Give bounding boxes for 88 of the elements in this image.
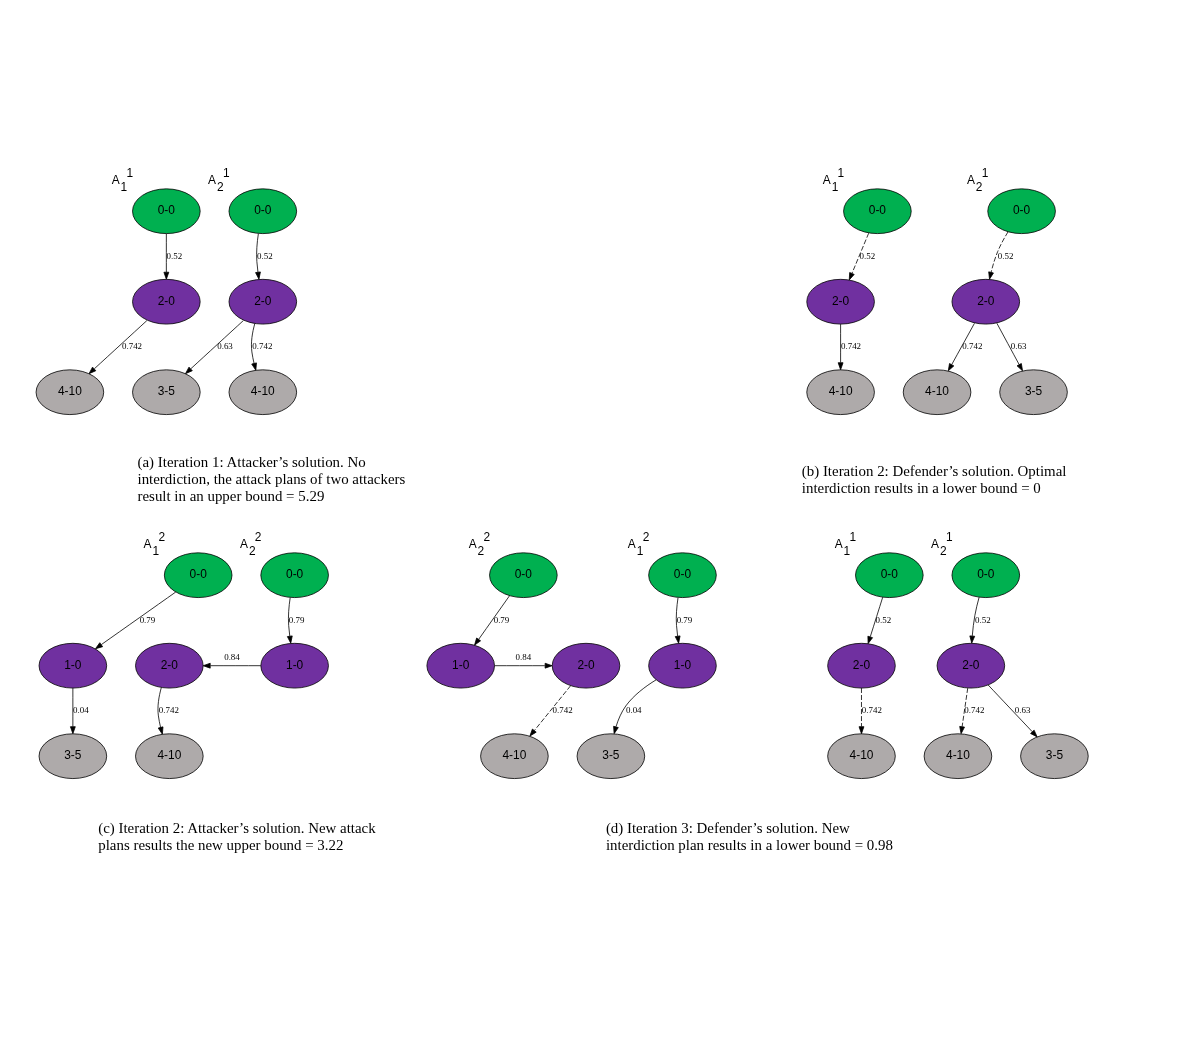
edge-label: 0.52	[166, 250, 183, 261]
arrow	[867, 596, 884, 644]
node-ellipse: 0-0	[132, 188, 201, 234]
arrow	[202, 662, 262, 669]
node-ellipse: 4-10	[135, 733, 204, 779]
arrow	[987, 684, 1038, 738]
arrow	[255, 233, 261, 280]
edge-label: 0.63	[1014, 705, 1031, 716]
edge-label: 0.52	[974, 614, 991, 625]
arrow	[88, 320, 148, 375]
label: (b) Iteration 2: Defender’s solution. Optimal interdiction results in a lower bound = 0	[801, 462, 1067, 496]
node-ellipse: 0-0	[987, 188, 1056, 234]
edge-label: 0.84	[224, 651, 240, 662]
node-ellipse: 0-0	[843, 188, 912, 234]
node-ellipse: 3-5	[1020, 733, 1089, 779]
arrow	[287, 597, 293, 644]
edge-label: 0.79	[139, 614, 156, 625]
node-ellipse: 2-0	[936, 642, 1006, 689]
arrow	[70, 687, 76, 735]
edge-label: 0.742	[964, 705, 985, 716]
node-ellipse: 4-10	[35, 369, 105, 415]
node-ellipse: 1-0	[260, 642, 329, 689]
node-ellipse: 4-10	[923, 733, 993, 779]
edge-label: 0.742	[252, 341, 273, 352]
label: (a) Iteration 1: Attacker’s solution. No interdiction, the attack plans of two attackers result in an upper bound = 5.29	[137, 454, 406, 505]
arrow	[947, 322, 975, 372]
node-ellipse: 3-5	[38, 733, 108, 779]
arrow	[474, 595, 510, 646]
label: (d) Iteration 3: Defender’s solution. New interdiction plan results in a lower bound = 0.98	[605, 819, 893, 853]
node-ellipse: 0-0	[648, 552, 717, 598]
node-ellipse: 0-0	[855, 552, 924, 598]
node-ellipse: 3-5	[576, 733, 646, 779]
edge-label: 0.04	[73, 705, 89, 716]
node-ellipse: 2-0	[951, 278, 1020, 325]
node-ellipse: 2-0	[551, 642, 621, 689]
edge-label: 0.63	[1010, 341, 1027, 352]
node-ellipse: 4-10	[228, 369, 298, 415]
node-ellipse: 3-5	[132, 369, 201, 415]
edge-label: 0.742	[861, 705, 882, 716]
edge-label: 0.79	[288, 614, 305, 625]
node-ellipse: 4-10	[902, 369, 972, 415]
arrow	[959, 687, 969, 735]
arrow	[494, 662, 553, 669]
node-ellipse: 4-10	[827, 733, 896, 779]
arrow	[185, 320, 244, 375]
node-ellipse: 4-10	[806, 369, 875, 415]
arrow	[674, 597, 681, 644]
edge-label: 0.52	[859, 250, 876, 261]
arrow	[529, 685, 571, 737]
node-ellipse: 1-0	[426, 642, 495, 689]
edge-label: 0.742	[840, 341, 862, 352]
node-ellipse: 0-0	[489, 552, 558, 598]
node-ellipse: 2-0	[806, 278, 875, 325]
arrow	[157, 687, 164, 735]
arrow	[95, 591, 177, 650]
node-ellipse: 0-0	[260, 552, 329, 598]
arrow	[996, 322, 1023, 372]
edge-label: 0.04	[625, 705, 642, 716]
arrow	[969, 596, 980, 644]
node-ellipse: 0-0	[228, 188, 298, 234]
node-ellipse: 1-0	[648, 642, 717, 689]
arrow	[163, 233, 170, 280]
arrow	[613, 679, 657, 735]
label: (c) Iteration 2: Attacker’s solution. New attack plans results the new upper bound = 3.22	[98, 819, 376, 853]
arrow	[858, 687, 865, 735]
arrow	[848, 232, 870, 281]
edge-label: 0.52	[997, 250, 1014, 261]
arrow	[251, 323, 257, 371]
edge-label: 0.742	[552, 705, 573, 716]
edge-label: 0.742	[158, 705, 179, 716]
edge-label: 0.63	[217, 341, 233, 352]
node-ellipse: 2-0	[827, 642, 896, 689]
arrow	[837, 323, 844, 371]
edge-label: 0.52	[256, 250, 273, 261]
node-ellipse: 3-5	[999, 369, 1068, 415]
edge-label: 0.52	[875, 614, 892, 625]
arrow	[988, 231, 1009, 280]
node-ellipse: 2-0	[132, 278, 201, 325]
node-ellipse: 2-0	[135, 642, 204, 689]
edge-label: 0.742	[962, 341, 983, 352]
node-ellipse: 0-0	[951, 552, 1020, 598]
node-ellipse: 2-0	[228, 278, 298, 325]
edge-label: 0.79	[493, 614, 510, 625]
node-ellipse: 0-0	[163, 552, 233, 598]
edge-label: 0.79	[676, 614, 693, 625]
node-ellipse: 4-10	[480, 733, 549, 779]
edge-label: 0.742	[121, 341, 143, 352]
edge-label: 0.84	[515, 651, 532, 662]
